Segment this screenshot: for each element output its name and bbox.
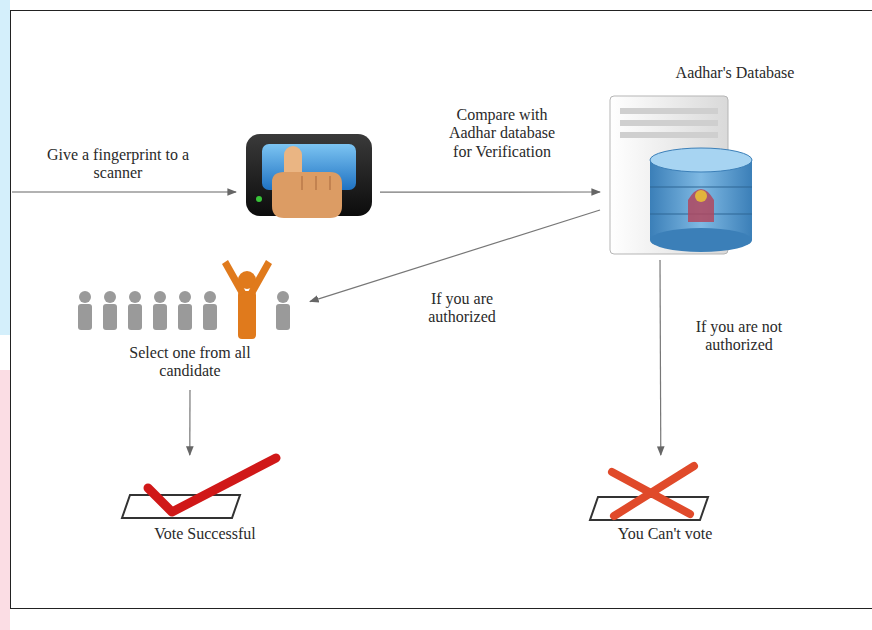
scanner-icon bbox=[246, 134, 372, 218]
edge-label: If you are not authorized bbox=[672, 318, 806, 355]
result-node: Vote Successful bbox=[110, 455, 300, 555]
result-caption: Vote Successful bbox=[110, 525, 300, 543]
edge-label: Compare with Aadhar database for Verific… bbox=[440, 106, 564, 161]
result-caption: You Can't vote bbox=[560, 525, 770, 543]
step-caption: Give a fingerprint to a scanner bbox=[28, 146, 208, 183]
scanner-node: Give a fingerprint to a scanner bbox=[240, 130, 380, 220]
edge-strip bbox=[0, 370, 10, 630]
flow-arrow bbox=[659, 260, 661, 455]
flow-arrow bbox=[189, 390, 190, 455]
database-node: Aadhar's Database bbox=[600, 60, 850, 260]
flow-arrow bbox=[380, 191, 600, 192]
database-title: Aadhar's Database bbox=[620, 64, 850, 82]
candidates-node: Select one from all candidate bbox=[70, 258, 310, 390]
result-node: You Can't vote bbox=[560, 455, 770, 555]
cross-icon bbox=[590, 466, 708, 520]
frame bbox=[11, 11, 872, 609]
database-icon bbox=[610, 96, 752, 254]
check-icon bbox=[122, 458, 276, 518]
step-caption: Select one from all candidate bbox=[110, 344, 270, 381]
flow-arrow bbox=[310, 210, 600, 302]
edge-label: If you are authorized bbox=[405, 290, 519, 327]
edge-strip bbox=[0, 0, 10, 335]
candidates-icon bbox=[78, 260, 290, 339]
input-arrow bbox=[12, 191, 236, 192]
